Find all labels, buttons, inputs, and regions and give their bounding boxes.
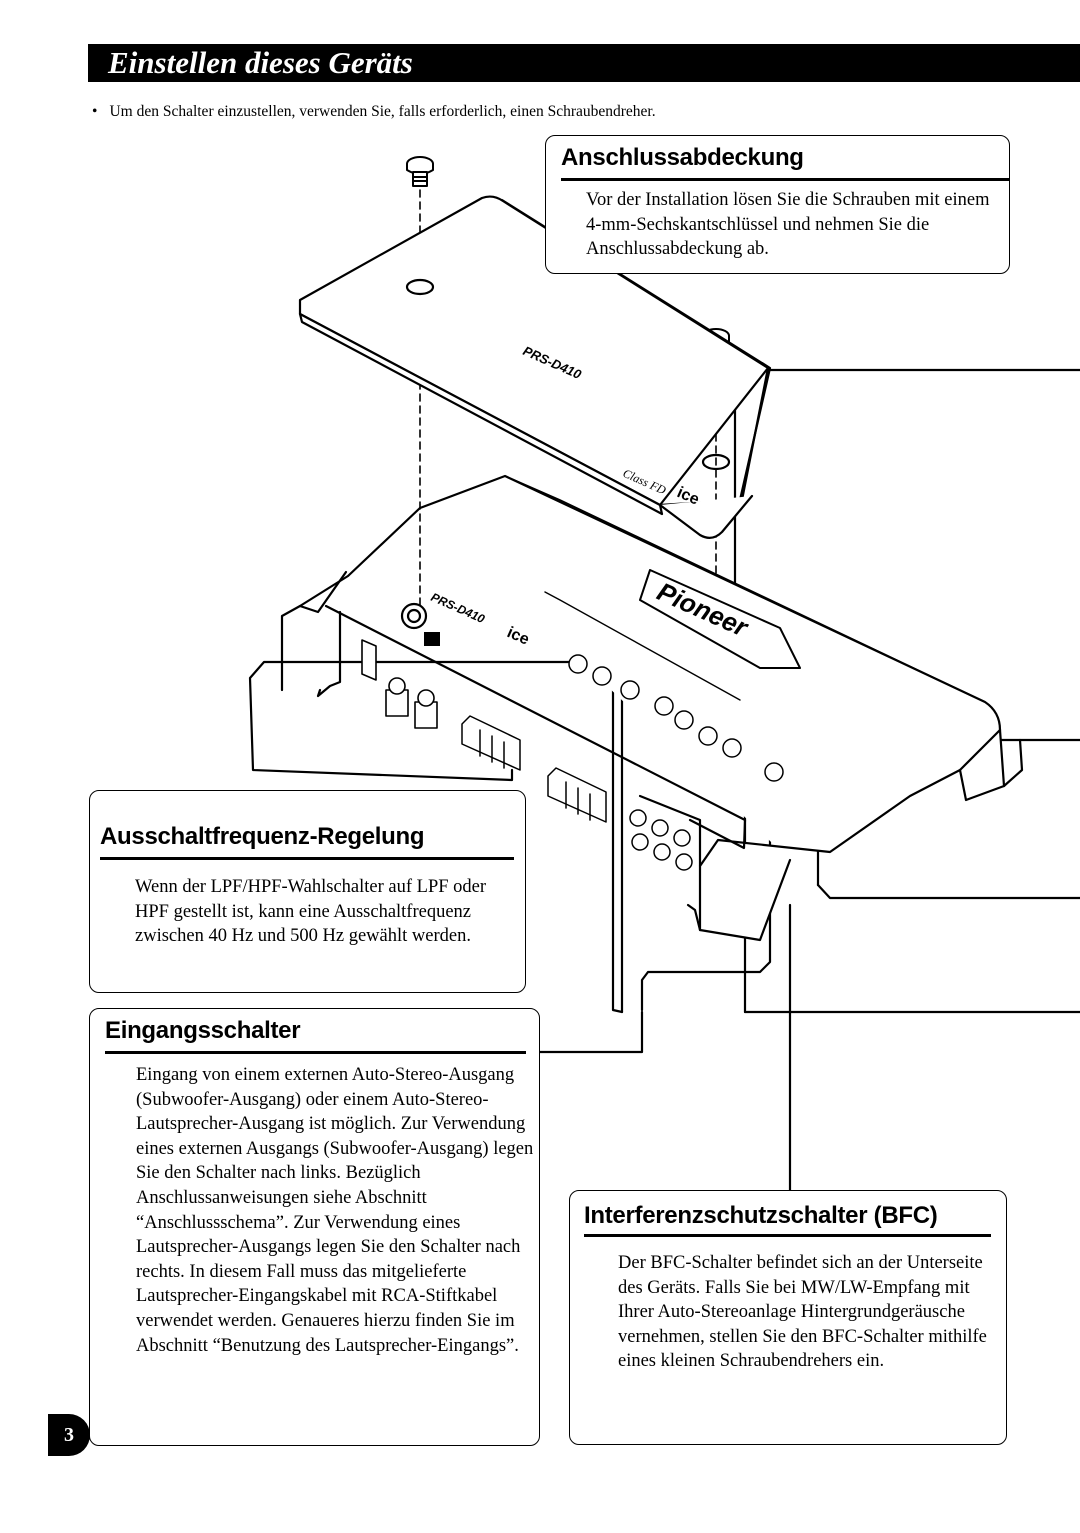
power-terminals [361,639,438,729]
bfc-heading: Interferenzschutzschalter (BFC) [584,1202,938,1229]
heading-rule [584,1234,991,1237]
terminal-cover [298,195,772,539]
rca-jacks [629,809,693,871]
heading-rule [105,1051,526,1054]
leader-crossover-a [248,660,602,782]
leader-input [538,1010,644,1054]
leader-crossover-c [640,958,772,1012]
terminal-cover-heading: Anschlussabdeckung [561,144,804,171]
terminal-cover-text: Vor der Installation lösen Sie die Schra… [586,190,990,260]
leader-crossover-b [598,660,624,1014]
page-title-bar: Einstellen dieses Geräts [88,44,1080,82]
bfc-text: Der BFC-Schalter befindet sich an der Un… [618,1253,987,1372]
amplifier-body: Pioneer PRS-D410 ice [280,474,1024,942]
intro-text: Um den Schalter einzustellen, verwenden … [109,103,656,120]
crossover-text: Wenn der LPF/HPF-Wahlschalter auf LPF od… [135,877,487,947]
heading-rule [100,857,514,860]
section-terminal-cover: Anschlussabdeckung Vor der Installation … [545,135,1010,274]
bullet-glyph: • [92,103,98,120]
crossover-heading: Ausschaltfrequenz-Regelung [100,823,425,850]
input-switch-heading: Eingangsschalter [105,1017,301,1044]
leader-right-mid2 [816,883,1080,900]
intro-note: • Um den Schalter einzustellen, verwenden… [92,103,656,121]
section-input-switch: Eingangsschalter Eingang von einem exter… [89,1008,540,1446]
input-switch-text: Eingang von einem externen Auto-Stereo-A… [136,1065,534,1356]
svg-text:PRS-D410: PRS-D410 [429,590,487,626]
svg-text:ice: ice [504,624,531,649]
section-crossover: Ausschaltfrequenz-Regelung Wenn der LPF/… [89,790,526,993]
control-knobs [568,654,784,782]
page-number: 3 [48,1414,90,1456]
leader-right-top [733,368,1080,382]
section-bfc: Interferenzschutzschalter (BFC) Der BFC-… [569,1190,1007,1445]
speaker-terminals [461,715,607,823]
page-title: Einstellen dieses Geräts [108,45,413,80]
screw-left [406,156,434,187]
heading-rule [561,178,1010,181]
